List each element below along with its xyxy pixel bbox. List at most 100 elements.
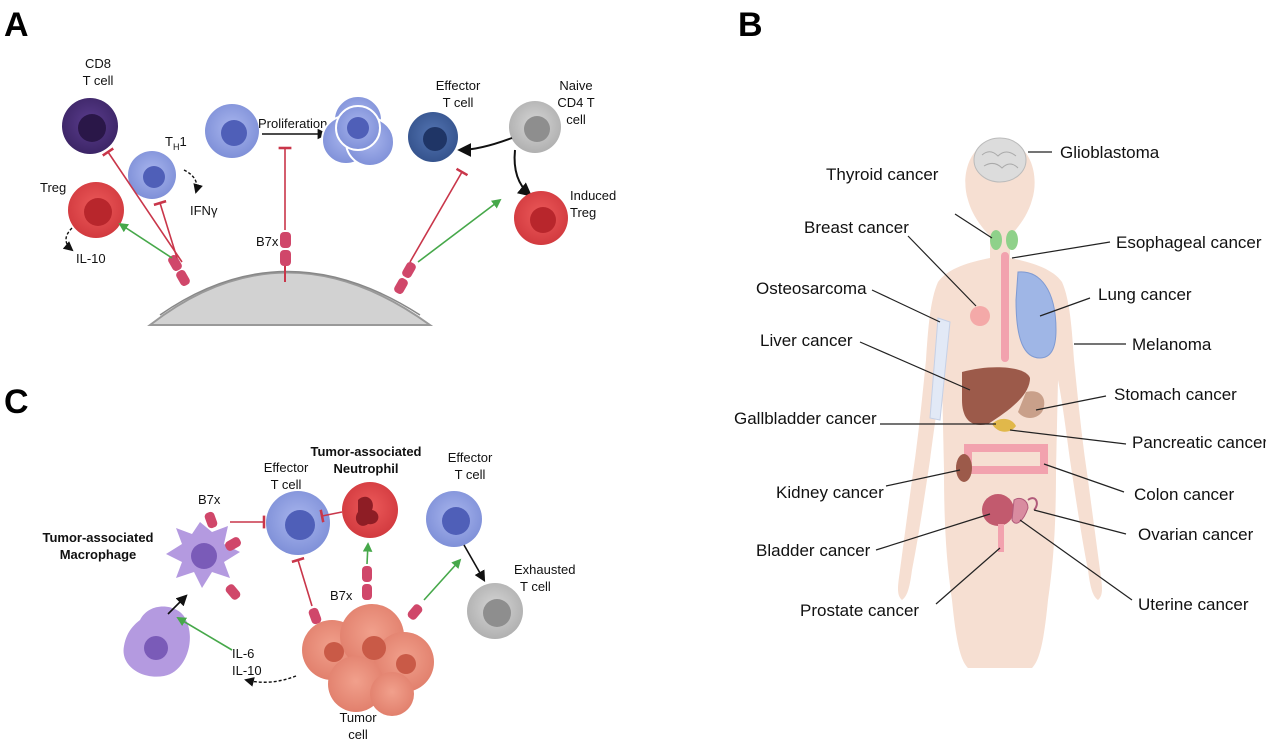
inhibit-effector-by-tumor	[291, 556, 313, 607]
thyroid-line	[954, 213, 993, 239]
tumor-cell-cluster	[302, 604, 434, 716]
thyroid-icon	[990, 230, 1018, 250]
cd8-label-1: CD8	[85, 56, 111, 71]
proliferation-label: Proliferation	[258, 116, 327, 131]
lung-icon	[1015, 271, 1057, 359]
bladder-icon	[982, 494, 1014, 526]
uterine-line	[1019, 519, 1133, 601]
b7x-receptor-left	[168, 255, 190, 286]
liver-icon	[962, 367, 1030, 425]
colon-line	[1043, 463, 1125, 493]
pancreas-icon	[992, 418, 1016, 432]
pancreatic-line	[1009, 429, 1127, 445]
activate-induced-treg	[417, 198, 502, 263]
ovarian-line	[1033, 509, 1127, 535]
breast-line	[907, 235, 977, 307]
treg-label: Treg	[40, 180, 66, 195]
uterus-icon	[1011, 497, 1029, 524]
il10-arrow-a	[62, 227, 74, 252]
gallbladder-label: Gallbladder cancer	[734, 409, 877, 428]
stomach-label: Stomach cancer	[1114, 385, 1237, 404]
effector-c2-label-2: T cell	[455, 467, 486, 482]
effector-t-cell-c1	[266, 491, 330, 555]
breast-label: Breast cancer	[804, 218, 909, 237]
effector-c1-label-1: Effector	[264, 460, 309, 475]
il-activation-arrow	[176, 617, 233, 651]
naive-to-effector-arrow	[457, 137, 513, 157]
tumor-secretion-arrow	[244, 675, 297, 687]
il10-label-a: IL-10	[76, 251, 106, 266]
prostate-label: Prostate cancer	[800, 601, 919, 620]
proliferated-cells	[321, 95, 395, 167]
naive-cd4-t-cell	[509, 101, 561, 153]
uterine-label: Uterine cancer	[1138, 595, 1249, 614]
liver-label: Liver cancer	[760, 331, 853, 350]
activate-effector-c2	[423, 558, 462, 601]
naive-label-3: cell	[566, 112, 586, 127]
b7x-label-a: B7x	[256, 234, 279, 249]
cd8-t-cell	[62, 98, 118, 154]
monocyte	[123, 606, 190, 677]
effector-c1-label-2: T cell	[271, 477, 302, 492]
kidney-label: Kidney cancer	[776, 483, 884, 502]
b7x-receptors-macrophage	[204, 511, 241, 600]
treg-cell	[68, 182, 124, 238]
activate-neutrophil	[362, 542, 373, 565]
exhausted-t-cell	[467, 583, 523, 639]
tam-label-2: Macrophage	[60, 547, 137, 562]
induced-label-2: Treg	[570, 205, 596, 220]
il10-label-c: IL-10	[232, 663, 262, 678]
thyroid-label: Thyroid cancer	[826, 165, 939, 184]
lung-line	[1039, 297, 1091, 317]
naive-label-1: Naive	[559, 78, 592, 93]
prostate-icon	[998, 524, 1004, 552]
induced-label-1: Induced	[570, 188, 616, 203]
stomach-icon	[1018, 391, 1045, 418]
th1-label: TH1	[165, 134, 187, 152]
tan-label-2: Neutrophil	[334, 461, 399, 476]
stomach-line	[1035, 395, 1107, 411]
effector-c2-label-1: Effector	[448, 450, 493, 465]
ovary-icon	[1027, 497, 1038, 511]
ifng-arrow	[183, 169, 203, 194]
glioblastoma-label: Glioblastoma	[1060, 143, 1160, 162]
tumor-surface	[147, 270, 434, 326]
th1-cell	[128, 151, 176, 199]
effector-label-a-2: T cell	[443, 95, 474, 110]
cd8-label-2: T cell	[83, 73, 114, 88]
panel-label-a: A	[4, 6, 29, 44]
tumor-associated-neutrophil	[342, 482, 398, 538]
tumor-label-2: cell	[348, 727, 368, 742]
kidney-line	[885, 469, 961, 487]
bladder-label: Bladder cancer	[756, 541, 871, 560]
kidney-icon	[956, 454, 972, 482]
induced-treg-cell	[514, 191, 568, 245]
b7x-receptor-center	[280, 232, 291, 282]
b7x-label-c-left: B7x	[198, 492, 221, 507]
effector-to-exhausted-arrow	[463, 544, 486, 582]
monocyte-to-macrophage-arrow	[167, 594, 188, 615]
pancreatic-label: Pancreatic cancer	[1132, 433, 1266, 452]
activate-treg	[118, 222, 173, 259]
osteosarcoma-line	[871, 289, 941, 323]
b7x-receptor-right	[394, 262, 416, 294]
effector-label-a-1: Effector	[436, 78, 481, 93]
breast-icon	[970, 306, 990, 326]
esophagus-icon	[1001, 252, 1009, 362]
lung-label: Lung cancer	[1098, 285, 1192, 304]
melanoma-label: Melanoma	[1132, 335, 1212, 354]
tam-label-1: Tumor-associated	[42, 530, 153, 545]
exhausted-label-1: Exhausted	[514, 562, 575, 577]
il6-label: IL-6	[232, 646, 254, 661]
esophageal-label: Esophageal cancer	[1116, 233, 1262, 252]
ifng-label: IFNγ	[190, 203, 218, 218]
inhibit-effector-by-tan	[319, 509, 343, 523]
tumor-associated-macrophage	[166, 522, 240, 588]
inhibit-effector-a	[409, 167, 469, 263]
b7x-receptors-tumor	[308, 566, 423, 625]
b7x-label-c-mid: B7x	[330, 588, 353, 603]
bone-icon	[929, 317, 951, 421]
esophageal-line	[1011, 241, 1111, 259]
tumor-label-1: Tumor	[339, 710, 377, 725]
